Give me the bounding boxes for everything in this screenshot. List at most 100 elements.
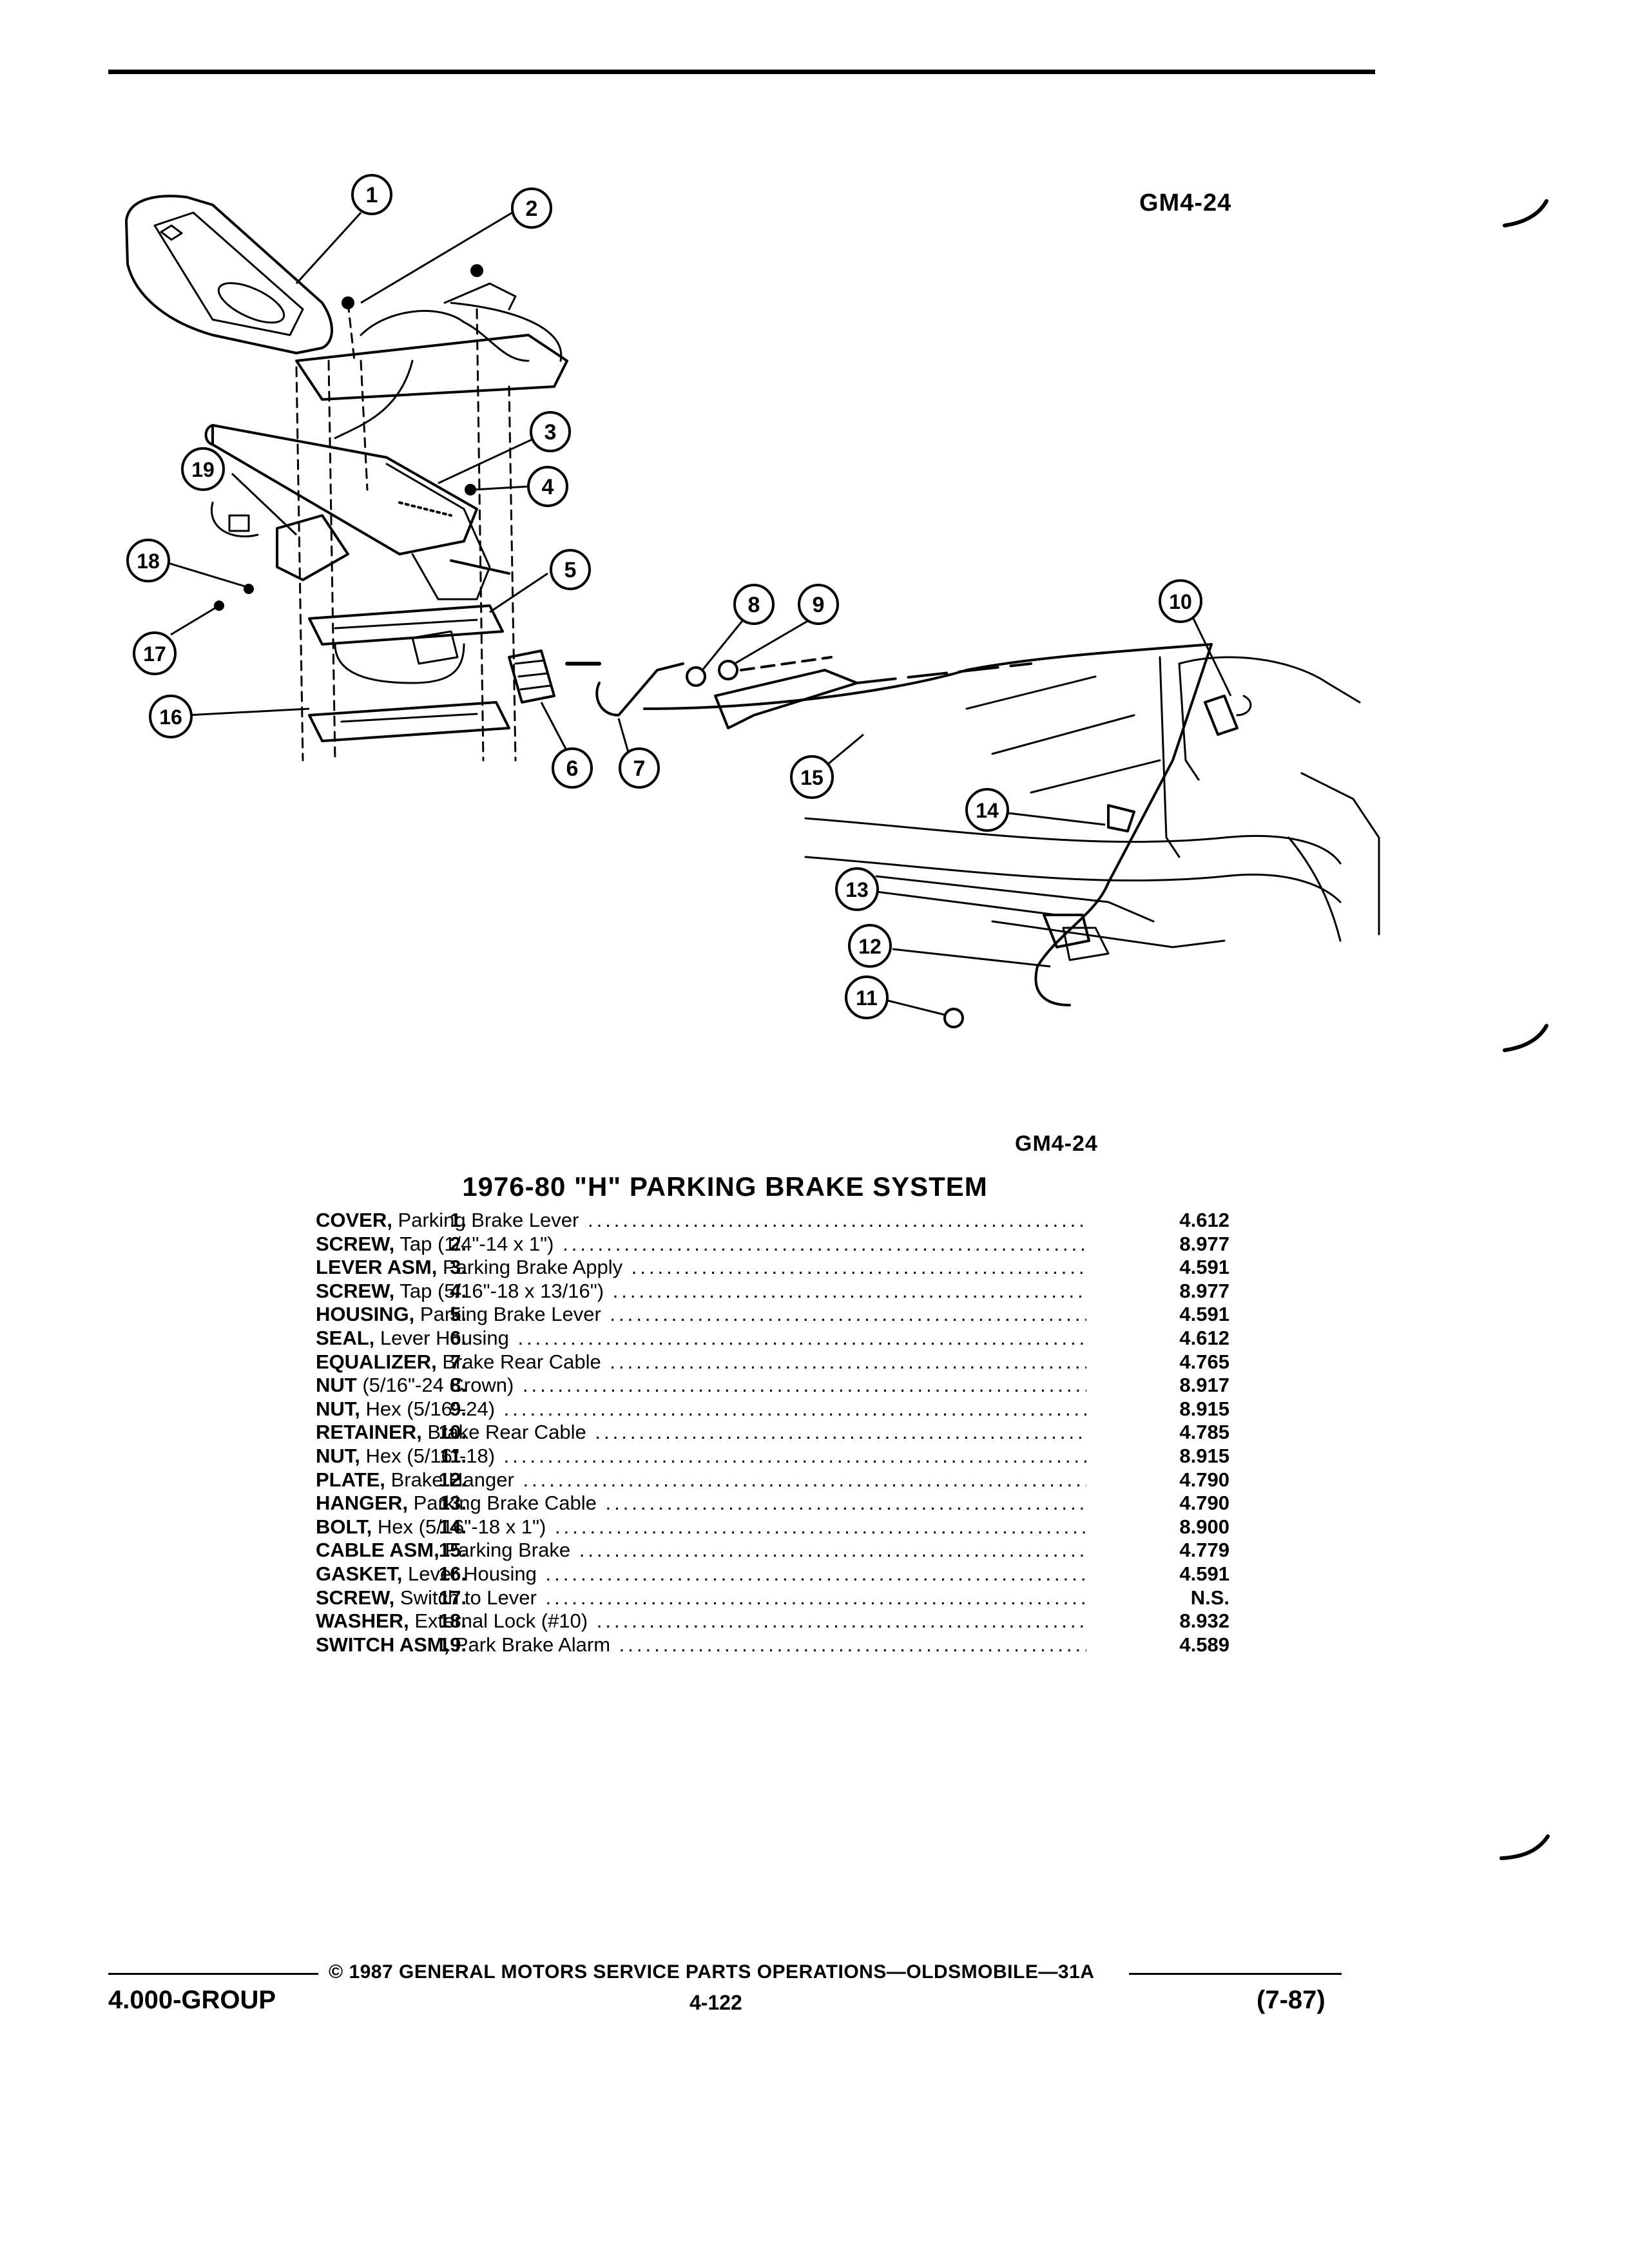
svg-text:17: 17 bbox=[143, 642, 166, 666]
part-number: 16. bbox=[438, 1562, 467, 1585]
binder-mark-bottom bbox=[1499, 1834, 1550, 1860]
parts-row: 6.SEAL, Lever Housing ..................… bbox=[213, 1327, 1231, 1350]
part-description: SCREW, Tap (5/16"-18 x 13/16") .........… bbox=[316, 1280, 1086, 1303]
part-detail: (5/16"-24 Crown) bbox=[362, 1374, 514, 1397]
part-description: LEVER ASM, Parking Brake Apply .........… bbox=[316, 1256, 1086, 1279]
catalog-number: 4.779 bbox=[1179, 1539, 1229, 1562]
gasket-drawing bbox=[308, 701, 510, 742]
lever-housing-drawing bbox=[308, 604, 504, 684]
vehicle-body-lines bbox=[804, 656, 1380, 948]
callout-8: 8 bbox=[733, 584, 775, 625]
svg-text:15: 15 bbox=[800, 766, 824, 789]
part-description: NUT (5/16"-24 Crown) ...................… bbox=[316, 1374, 1086, 1397]
part-number: 15. bbox=[438, 1539, 467, 1562]
part-number: 9. bbox=[450, 1397, 467, 1420]
part-description: HOUSING, Parking Brake Lever ...........… bbox=[316, 1303, 1086, 1326]
part-name: BOLT, bbox=[316, 1515, 372, 1538]
part-number: 19. bbox=[438, 1633, 467, 1656]
footer-rule-left bbox=[108, 1973, 318, 1975]
part-number: 12. bbox=[438, 1468, 467, 1491]
catalog-number: 8.977 bbox=[1179, 1232, 1229, 1255]
callout-3: 3 bbox=[530, 411, 571, 452]
part-number: 4. bbox=[450, 1279, 467, 1302]
svg-text:16: 16 bbox=[159, 706, 182, 729]
part-description: WASHER, External Lock (#10) ............… bbox=[316, 1610, 1086, 1633]
parts-row: 15.CABLE ASM, Parking Brake ............… bbox=[213, 1539, 1231, 1562]
leader-dots: ........................................… bbox=[523, 1468, 1086, 1491]
callout-15: 15 bbox=[790, 755, 834, 799]
leader-dots: ........................................… bbox=[596, 1610, 1086, 1633]
part-name: LEVER ASM, bbox=[316, 1256, 438, 1279]
catalog-number: 8.915 bbox=[1179, 1397, 1229, 1420]
catalog-number: 4.790 bbox=[1179, 1492, 1229, 1515]
leader-dots: ........................................… bbox=[545, 1562, 1087, 1585]
part-description: SCREW, Switch to Lever .................… bbox=[316, 1586, 1086, 1610]
lever-assembly-drawing bbox=[204, 424, 510, 601]
mounting-plate-drawing bbox=[295, 282, 568, 439]
parts-row: 11.NUT, Hex (5/16"-18) .................… bbox=[213, 1445, 1231, 1468]
part-name: NUT bbox=[316, 1374, 357, 1397]
part-description: SCREW, Tap (1/4"-14 x 1") ..............… bbox=[316, 1233, 1086, 1256]
callout-4: 4 bbox=[527, 466, 568, 507]
part-detail: Park Brake Alarm bbox=[454, 1633, 611, 1656]
part-detail: Parking Brake Cable bbox=[413, 1492, 597, 1515]
leader-dots: ........................................… bbox=[563, 1232, 1086, 1255]
part-name: RETAINER, bbox=[316, 1421, 422, 1444]
part-name: NUT, bbox=[316, 1444, 360, 1467]
part-detail: Parking Brake bbox=[445, 1539, 571, 1562]
part-detail: Parking Brake Apply bbox=[442, 1256, 623, 1279]
part-name: HANGER, bbox=[316, 1492, 408, 1515]
copyright-text: © 1987 GENERAL MOTORS SERVICE PARTS OPER… bbox=[329, 1961, 1095, 1983]
part-name: COVER, bbox=[316, 1209, 392, 1231]
part-description: CABLE ASM, Parking Brake ...............… bbox=[316, 1539, 1086, 1562]
part-number: 1. bbox=[450, 1209, 467, 1231]
leader-dots: ........................................… bbox=[605, 1492, 1086, 1515]
leader-dots: ........................................… bbox=[503, 1397, 1086, 1420]
callout-2: 2 bbox=[511, 187, 552, 229]
part-description: EQUALIZER, Brake Rear Cable ............… bbox=[316, 1350, 1086, 1374]
part-description: NUT, Hex (5/16"-24) ....................… bbox=[316, 1398, 1086, 1421]
part-description: BOLT, Hex (5/16"-18 x 1") ..............… bbox=[316, 1515, 1086, 1539]
callout-7: 7 bbox=[619, 747, 660, 789]
svg-text:14: 14 bbox=[976, 799, 999, 822]
part-number: 11. bbox=[439, 1444, 467, 1467]
part-name: SCREW, bbox=[316, 1232, 395, 1255]
callout-bubbles: 1 2 3 4 5 6 7 8 9 10 11 12 13 14 15 16 1… bbox=[126, 174, 1202, 1019]
part-description: PLATE, Brake Hanger ....................… bbox=[316, 1468, 1086, 1492]
parts-row: 9.NUT, Hex (5/16"-24) ..................… bbox=[213, 1398, 1231, 1421]
part-description: SWITCH ASM, Park Brake Alarm ...........… bbox=[316, 1633, 1086, 1657]
callout-13: 13 bbox=[835, 867, 879, 911]
leader-dots: ........................................… bbox=[579, 1539, 1086, 1562]
part-number: 2. bbox=[450, 1232, 467, 1255]
leader-dots: ........................................… bbox=[587, 1209, 1086, 1231]
svg-text:7: 7 bbox=[633, 756, 646, 781]
part-name: CABLE ASM, bbox=[316, 1539, 439, 1562]
leader-dots: ........................................… bbox=[595, 1421, 1086, 1444]
alarm-switch-drawing bbox=[211, 501, 349, 581]
svg-text:1: 1 bbox=[366, 183, 378, 207]
cable-drawing bbox=[643, 643, 1213, 1006]
illustration-code-top: GM4-24 bbox=[1139, 189, 1232, 216]
part-name: NUT, bbox=[316, 1397, 360, 1420]
part-name: SCREW, bbox=[316, 1586, 395, 1609]
callout-19: 19 bbox=[181, 447, 225, 491]
part-number: 8. bbox=[450, 1374, 467, 1397]
callout-1: 1 bbox=[351, 174, 392, 215]
parts-row: 7.EQUALIZER, Brake Rear Cable ..........… bbox=[213, 1350, 1231, 1374]
footer-rule-right bbox=[1129, 1973, 1342, 1975]
binder-marks bbox=[1503, 199, 1548, 1052]
part-detail: Parking Brake Lever bbox=[398, 1209, 579, 1231]
part-name: EQUALIZER, bbox=[316, 1350, 437, 1373]
part-name: GASKET, bbox=[316, 1562, 403, 1585]
part-detail: Tap (1/4"-14 x 1") bbox=[400, 1232, 554, 1255]
svg-text:18: 18 bbox=[137, 550, 160, 573]
svg-text:19: 19 bbox=[191, 458, 215, 481]
callout-16: 16 bbox=[149, 695, 193, 738]
leader-dots: ........................................… bbox=[619, 1633, 1086, 1656]
part-description: NUT, Hex (5/16"-18) ....................… bbox=[316, 1445, 1086, 1468]
svg-text:11: 11 bbox=[856, 986, 878, 1010]
part-number: 5. bbox=[450, 1303, 467, 1326]
part-detail: Lever Housing bbox=[380, 1326, 509, 1349]
svg-text:5: 5 bbox=[564, 558, 577, 582]
leader-dots: ........................................… bbox=[610, 1350, 1086, 1373]
